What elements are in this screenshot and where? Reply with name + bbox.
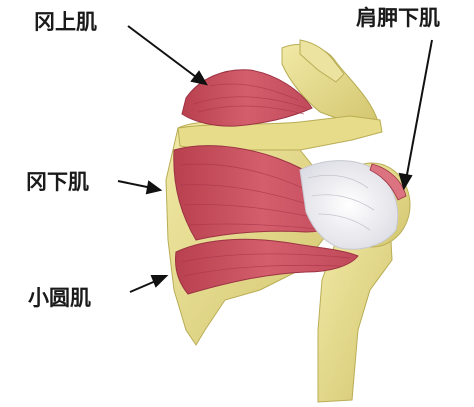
subscapularis-muscle [369, 163, 407, 201]
rotator-cuff-tendon [299, 160, 399, 250]
teres-minor-muscle [175, 238, 359, 295]
infraspinatus-arrow-icon [145, 180, 163, 195]
clavicle-bone [299, 39, 345, 83]
supraspinatus-arrow-icon [190, 70, 209, 86]
infraspinatus-leader-line [117, 180, 153, 189]
label-supraspinatus: 冈上肌 [34, 10, 97, 34]
supraspinatus-leader-line [127, 25, 201, 81]
teres-minor-arrow-icon [150, 275, 169, 288]
label-infraspinatus: 冈下肌 [26, 170, 89, 194]
supraspinatus-muscle [181, 69, 313, 127]
subscapularis-arrow-icon [398, 172, 413, 191]
label-teres-minor: 小圆肌 [28, 286, 91, 310]
subscapularis-leader-line [405, 39, 433, 181]
label-subscapularis: 肩胛下肌 [356, 6, 440, 30]
